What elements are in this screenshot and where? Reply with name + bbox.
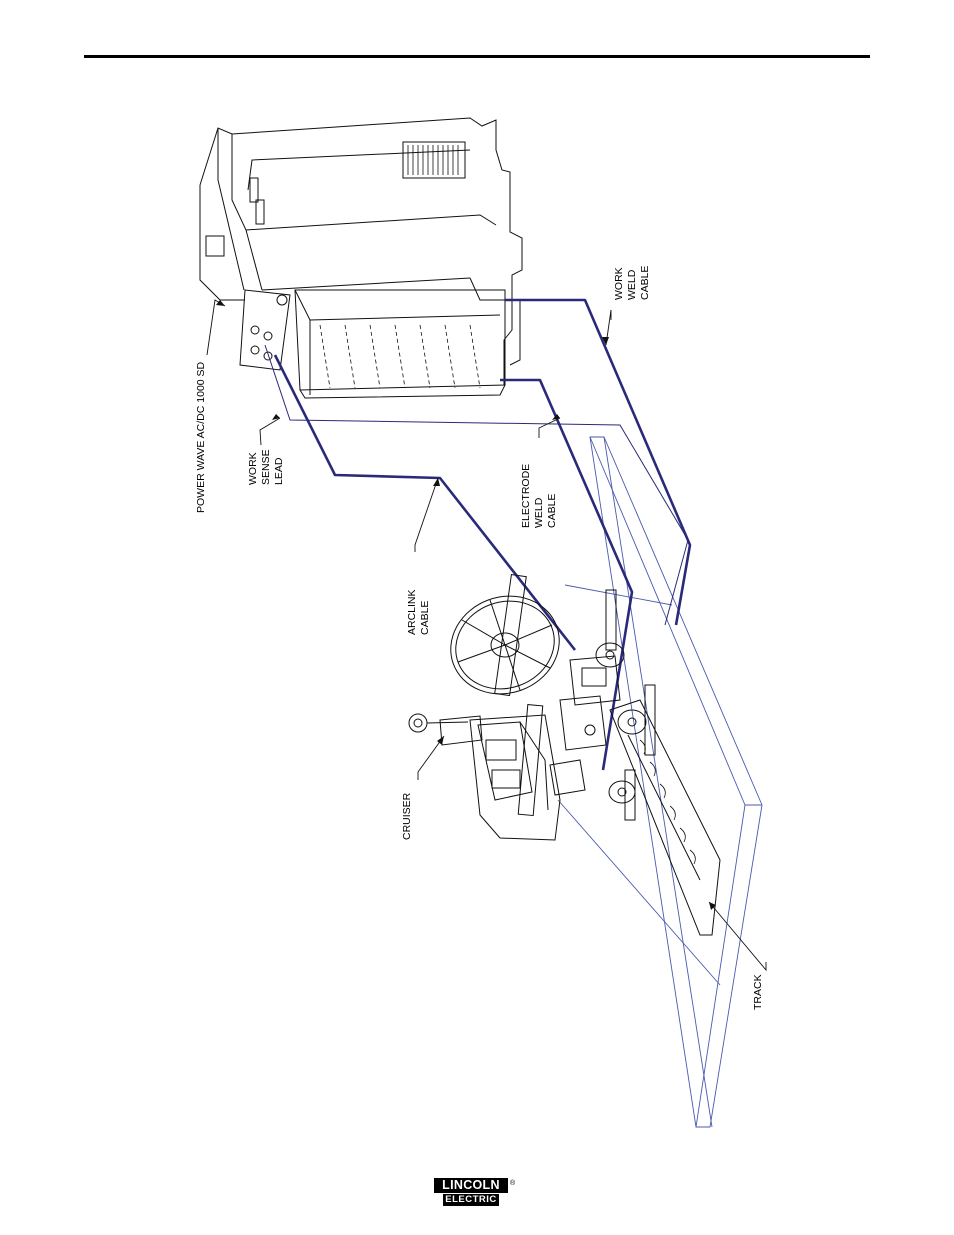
power-source [200, 118, 522, 398]
logo-line1: LINCOLN [434, 1178, 508, 1193]
work-sense-lead-label-line1: WORK [247, 452, 259, 485]
work-weld-cable-label-line2: WELD [626, 270, 638, 300]
track-label: TRACK [752, 974, 764, 1010]
work-weld-cable [505, 300, 690, 625]
power-wave-label: POWER WAVE AC/DC 1000 SD [195, 362, 207, 513]
logo-line2: ELECTRIC [443, 1194, 499, 1206]
work-weld-cable-label-line1: WORK [613, 267, 625, 300]
logo-registered-mark: ® [510, 1180, 515, 1187]
track [596, 590, 720, 935]
arclink-cable-label-line1: ARCLINK [406, 589, 418, 635]
leader-lines [207, 300, 766, 970]
electrode-weld-cable-label-line1: ELECTRODE [520, 464, 532, 528]
workpiece-plate [558, 437, 762, 1127]
arclink-cable-label-line2: CABLE [419, 601, 431, 635]
wire-reel [437, 581, 573, 709]
work-sense-lead-label-line3: LEAD [273, 458, 285, 485]
cruiser-tractor [409, 575, 620, 840]
work-weld-cable-label-line3: CABLE [639, 266, 651, 300]
electrode-weld-cable [500, 380, 632, 770]
electrode-weld-cable-label-line2: WELD [533, 498, 545, 528]
electrode-weld-cable-label-line3: CABLE [546, 494, 558, 528]
cables [275, 300, 690, 770]
leader-arrowheads [216, 300, 716, 910]
cruiser-label: CRUISER [401, 793, 413, 840]
work-sense-lead-label-line2: SENSE [260, 449, 272, 485]
lincoln-electric-logo: LINCOLN ELECTRIC ® [434, 1178, 508, 1208]
